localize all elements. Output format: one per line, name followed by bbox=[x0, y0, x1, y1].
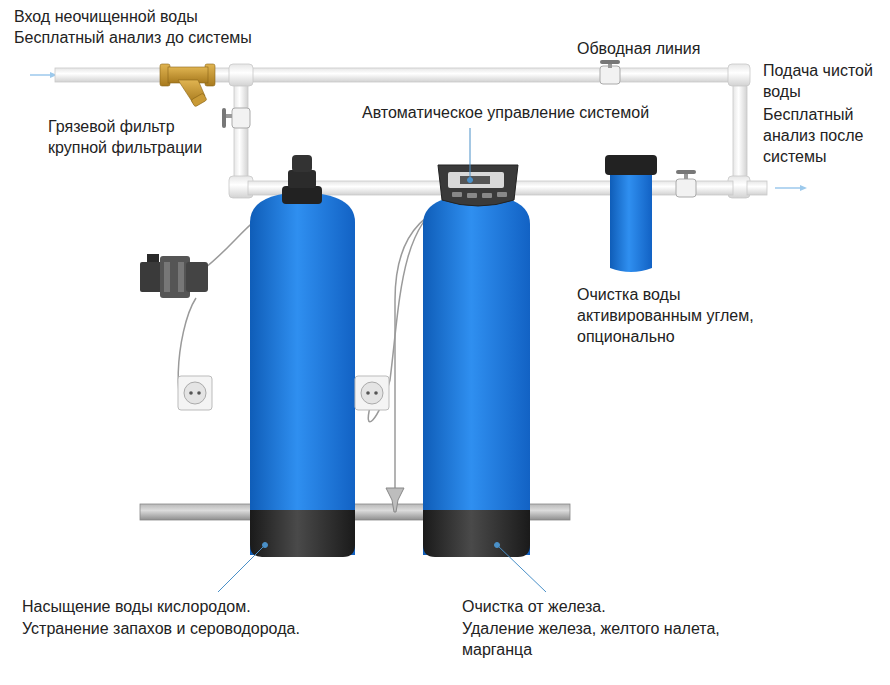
outlet-label: Подача чистой воды bbox=[763, 60, 881, 102]
system-pipe bbox=[229, 64, 733, 198]
mud-filter bbox=[160, 64, 215, 107]
flow-arrow bbox=[775, 185, 807, 191]
outlet-valve bbox=[676, 170, 696, 197]
drain-funnel bbox=[386, 488, 404, 512]
iron-note: Удаление железа, желтого налета, марганц… bbox=[462, 618, 752, 660]
flow-arrow bbox=[30, 72, 57, 78]
controller-label: Автоматическое управление системой bbox=[362, 102, 649, 123]
bypass-valve bbox=[600, 60, 620, 84]
iron-label: Очистка от железа. bbox=[462, 596, 606, 617]
carbon-label: Очистка воды активированным углем, опцио… bbox=[577, 284, 767, 347]
leader-lines bbox=[218, 128, 546, 592]
inlet-valve bbox=[222, 108, 250, 128]
inlet-label: Вход неочищенной воды bbox=[14, 6, 198, 27]
aerator-device bbox=[140, 254, 208, 298]
aeration-label: Насыщение воды кислородом. bbox=[22, 596, 251, 617]
bypass-label: Обводная линия bbox=[577, 38, 700, 59]
power-socket bbox=[178, 376, 212, 410]
outlet-note: Бесплатный анализ после системы bbox=[763, 104, 881, 167]
strainer-label: Грязевой фильтр крупной фильтрации bbox=[48, 116, 220, 158]
iron-removal-tank bbox=[423, 194, 530, 557]
aeration-tank bbox=[250, 155, 355, 557]
carbon-filter bbox=[605, 155, 657, 272]
inlet-note: Бесплатный анализ до системы bbox=[14, 27, 252, 48]
aeration-note: Устранение запахов и сероводорода. bbox=[22, 618, 300, 639]
control-valve bbox=[438, 165, 518, 206]
power-socket bbox=[355, 376, 389, 410]
